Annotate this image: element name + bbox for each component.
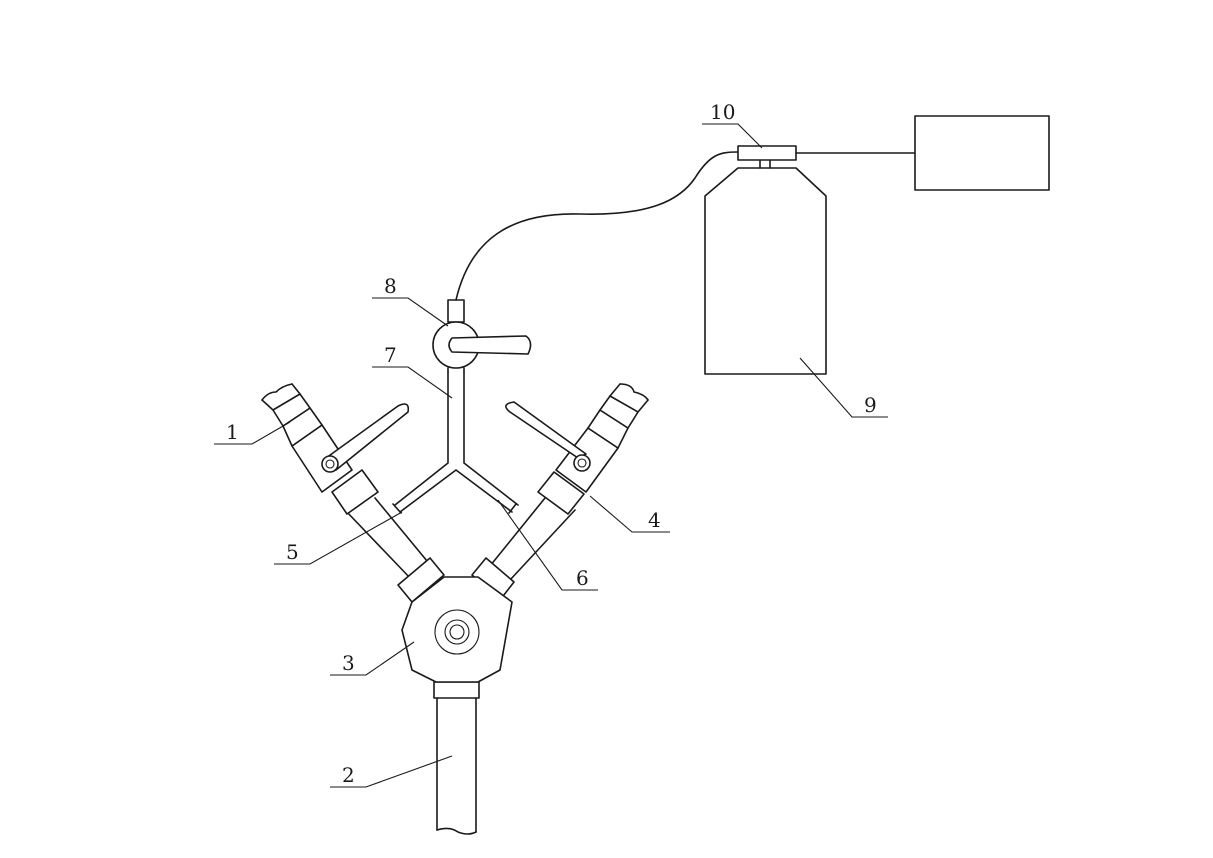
flexible-hose [455, 151, 739, 301]
control-box [914, 115, 1050, 191]
label-9: 9 [864, 393, 877, 417]
leader-lines [214, 123, 888, 788]
label-5: 5 [286, 540, 299, 564]
label-7: 7 [384, 343, 397, 367]
label-6: 6 [576, 566, 589, 590]
right-branch-pipe [471, 471, 585, 601]
left-branch-pipe [331, 469, 445, 603]
label-3: 3 [342, 651, 355, 675]
central-hub [401, 576, 513, 683]
label-8: 8 [384, 274, 397, 298]
label-2: 2 [342, 763, 355, 787]
right-valve [505, 383, 649, 493]
outlet-pipe [433, 681, 480, 835]
cylinder-valve [737, 145, 797, 161]
label-1: 1 [226, 420, 239, 444]
top-valve [432, 299, 532, 373]
label-10: 10 [710, 100, 735, 124]
y-connector-tube [392, 371, 519, 514]
gas-cylinder [704, 159, 827, 375]
label-4: 4 [648, 508, 661, 532]
left-valve [261, 383, 410, 493]
